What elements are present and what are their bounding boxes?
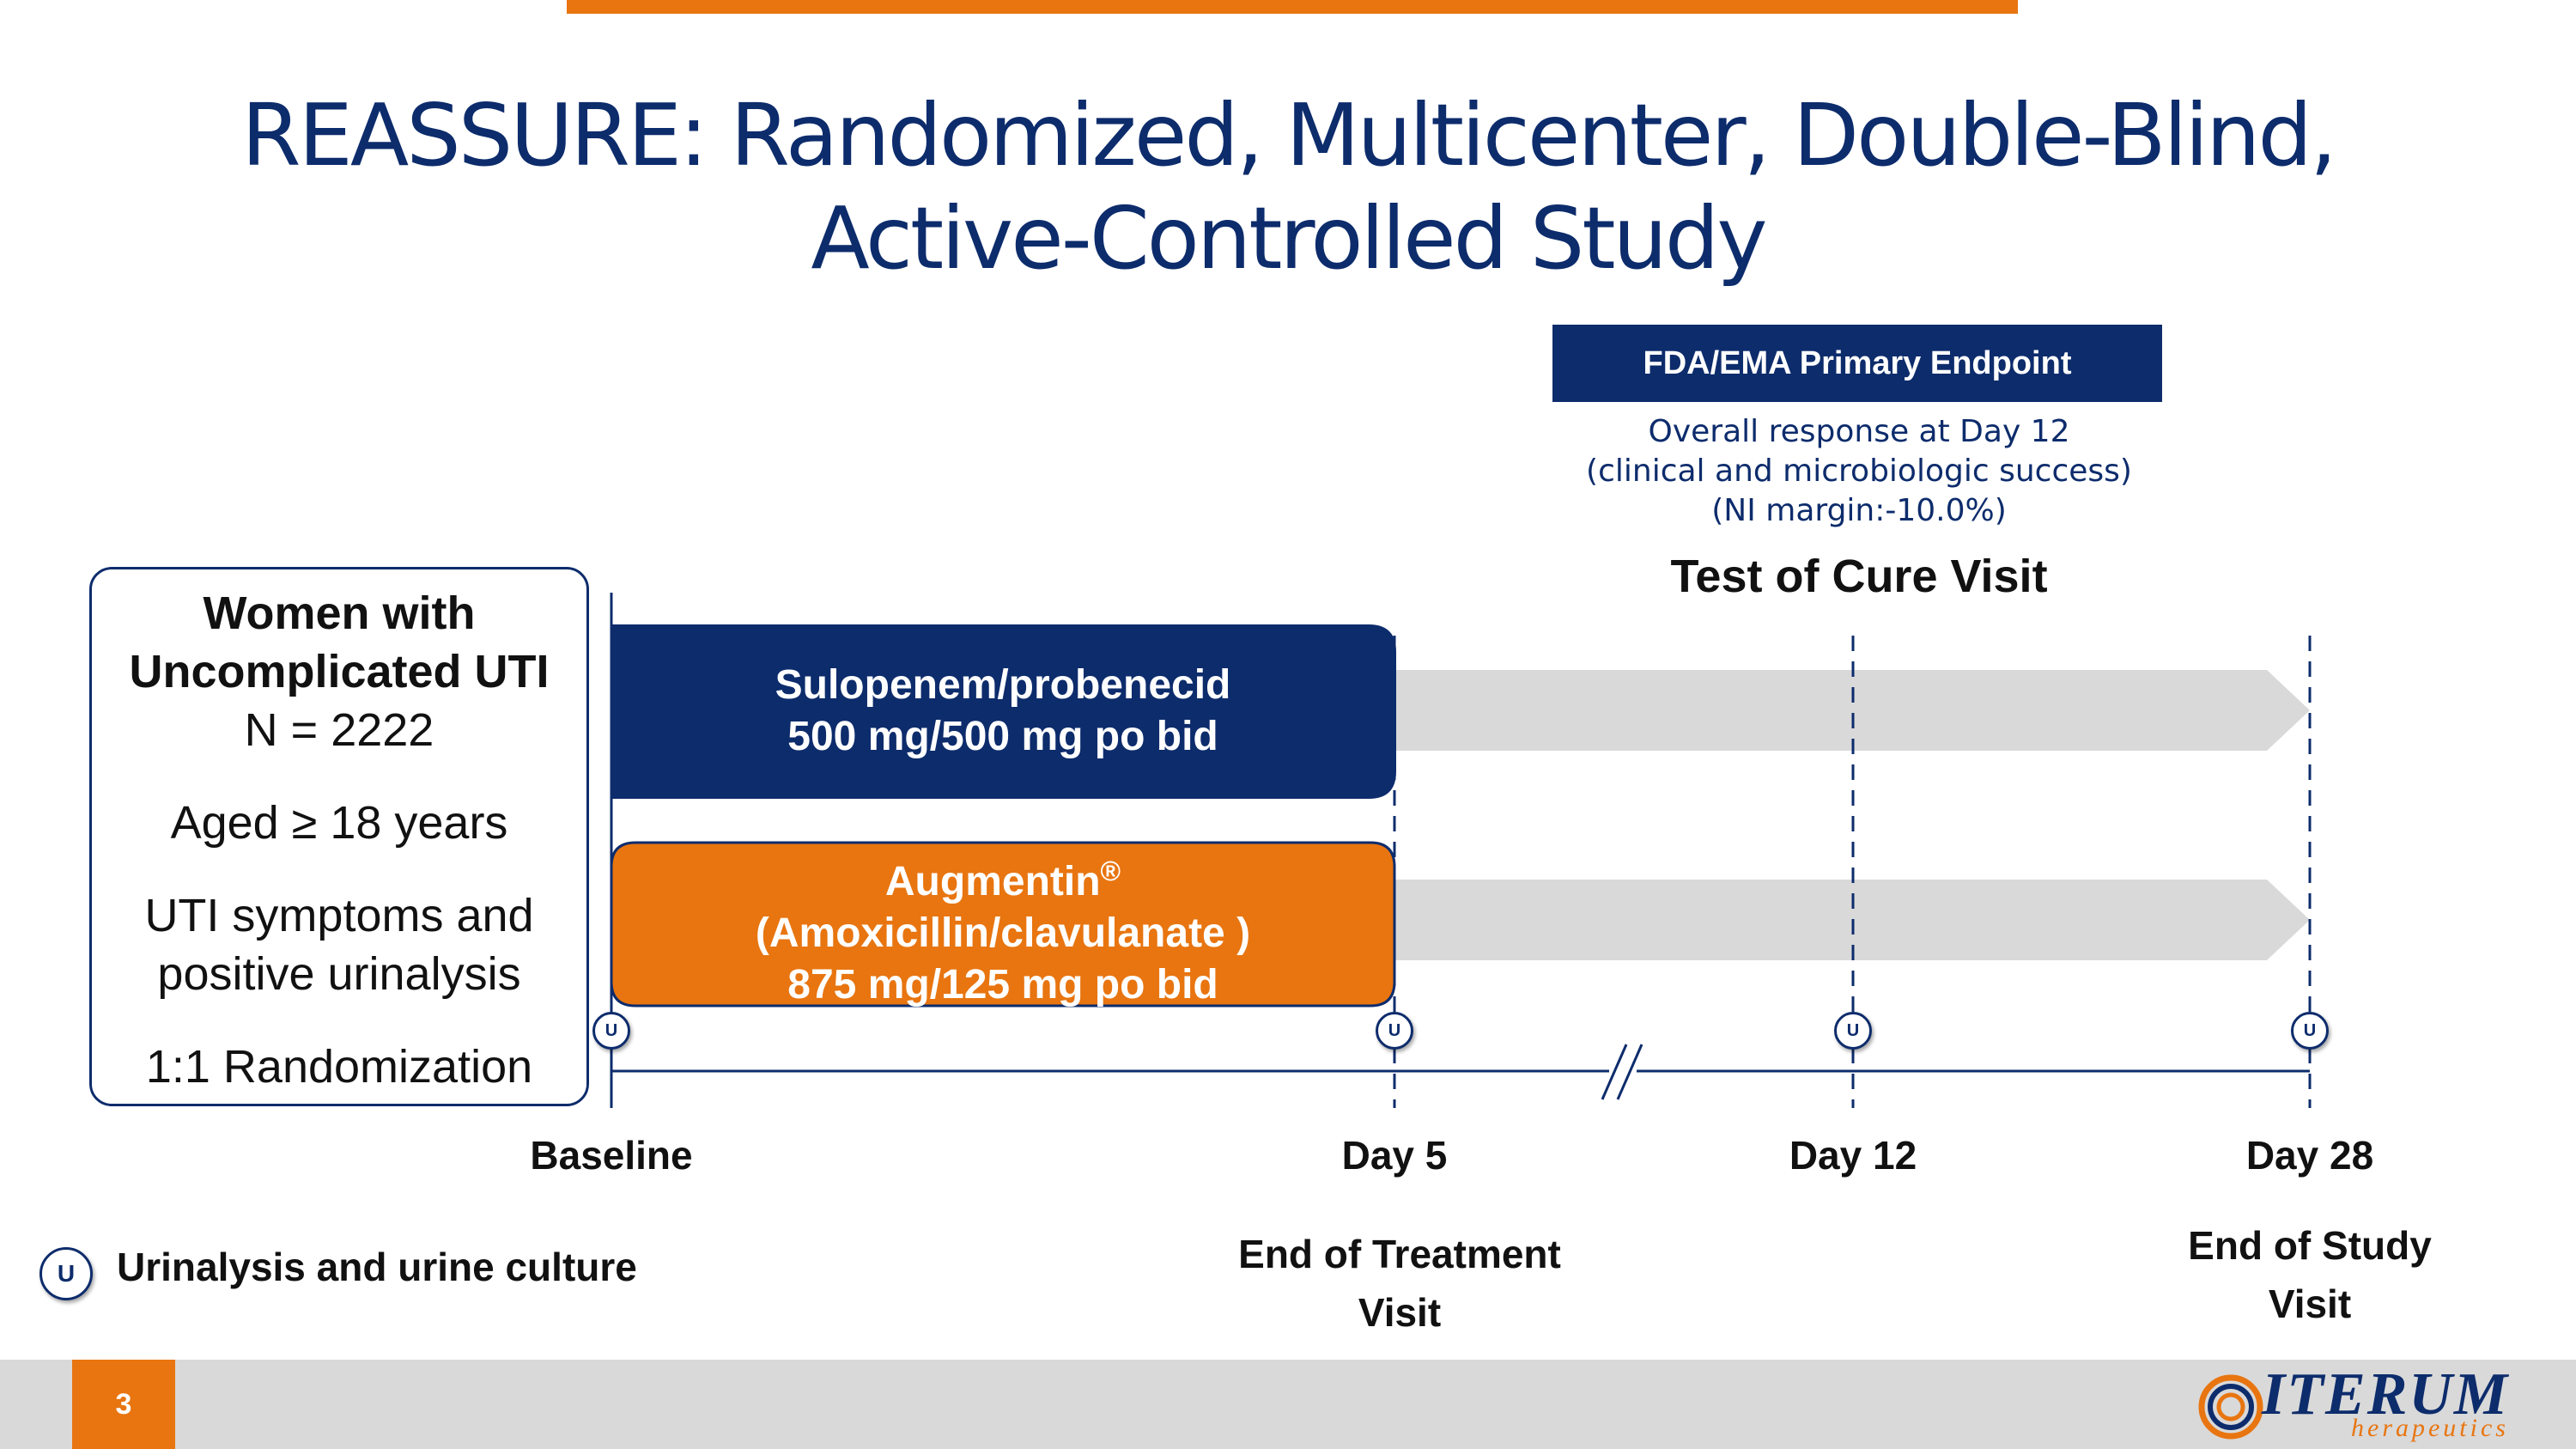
page-number: 3 — [72, 1360, 175, 1449]
endpoint-line-2: (clinical and microbiologic success) — [1586, 454, 2132, 489]
urinalysis-marker-day28: U — [2291, 1012, 2329, 1050]
arm-2-dose: 875 mg/125 mg po bid — [787, 962, 1218, 1008]
arm-1-dose: 500 mg/500 mg po bid — [787, 714, 1218, 759]
arm-2-generic: (Amoxicillin/clavulanate ) — [755, 910, 1251, 956]
arm-1-bar — [611, 624, 1396, 799]
population-line-2: Uncomplicated UTI — [129, 646, 550, 697]
population-n: N = 2222 — [244, 704, 434, 756]
population-line-1: Women with — [203, 588, 476, 639]
eot-line-2: Visit — [1358, 1290, 1442, 1335]
iterum-logo: ITERUM herapeutics — [2188, 1361, 2549, 1443]
axis-break-mark-1 — [1601, 1044, 1628, 1100]
urinalysis-marker-baseline: U — [592, 1012, 630, 1050]
footer-bar — [0, 1360, 2576, 1449]
population-symptoms-2: positive urinalysis — [157, 948, 521, 1000]
endpoint-line-1: Overall response at Day 12 — [1648, 414, 2070, 449]
eot-line-1: End of Treatment — [1238, 1232, 1561, 1276]
arm-2-drug-name: Augmentin — [884, 859, 1101, 904]
axis-break-mark-2 — [1616, 1044, 1643, 1100]
population-age: Aged ≥ 18 years — [170, 797, 508, 849]
arm-2-label: Augmentin® (Amoxicillin/clavulanate ) 87… — [611, 845, 1394, 1011]
population-randomization: 1:1 Randomization — [145, 1041, 533, 1093]
baseline-label: Baseline — [530, 1133, 693, 1178]
arm-2-drug: Augmentin® — [611, 845, 1394, 908]
arm-1-drug: Sulopenem/probenecid — [775, 662, 1231, 708]
eos-line-1: End of Study — [2188, 1223, 2432, 1268]
arm-1-label: Sulopenem/probenecid 500 mg/500 mg po bi… — [611, 660, 1394, 763]
title-line-2: Active-Controlled Study — [811, 188, 1767, 289]
legend-label: Urinalysis and urine culture — [117, 1245, 637, 1289]
eos-line-2: Visit — [2268, 1282, 2352, 1326]
primary-endpoint-description: Overall response at Day 12 (clinical and… — [1460, 412, 2258, 531]
logo-subtext: herapeutics — [2351, 1414, 2509, 1442]
top-accent-bar — [567, 0, 2018, 14]
end-of-treatment-label: End of Treatment Visit — [1185, 1225, 1614, 1342]
end-of-study-label: End of Study Visit — [2095, 1216, 2524, 1333]
logo-wordmark: ITERUM — [2262, 1361, 2510, 1428]
arm-1-followup-arrow — [1391, 670, 2310, 751]
primary-endpoint-box: FDA/EMA Primary Endpoint — [1552, 325, 2162, 402]
day5-label: Day 5 — [1341, 1133, 1448, 1178]
test-of-cure-label: Test of Cure Visit — [1670, 551, 2048, 602]
arm-2-followup-arrow — [1391, 880, 2310, 960]
day12-label: Day 12 — [1789, 1133, 1917, 1178]
legend-marker: U — [39, 1247, 93, 1300]
population-symptoms-1: UTI symptoms and — [144, 890, 534, 941]
page-title: REASSURE: Randomized, Multicenter, Doubl… — [0, 84, 2576, 290]
day28-label: Day 28 — [2245, 1133, 2374, 1178]
title-line-1: REASSURE: Randomized, Multicenter, Doubl… — [241, 85, 2337, 186]
arm-2-registered-mark: ® — [1100, 855, 1121, 886]
urinalysis-marker-day12: U — [1834, 1012, 1872, 1050]
endpoint-line-3: (NI margin:-10.0%) — [1711, 493, 2007, 528]
logo-swoosh-icon — [2198, 1374, 2263, 1440]
urinalysis-marker-day5: U — [1376, 1012, 1413, 1050]
population-box: Women with Uncomplicated UTI N = 2222 Ag… — [89, 567, 589, 1106]
